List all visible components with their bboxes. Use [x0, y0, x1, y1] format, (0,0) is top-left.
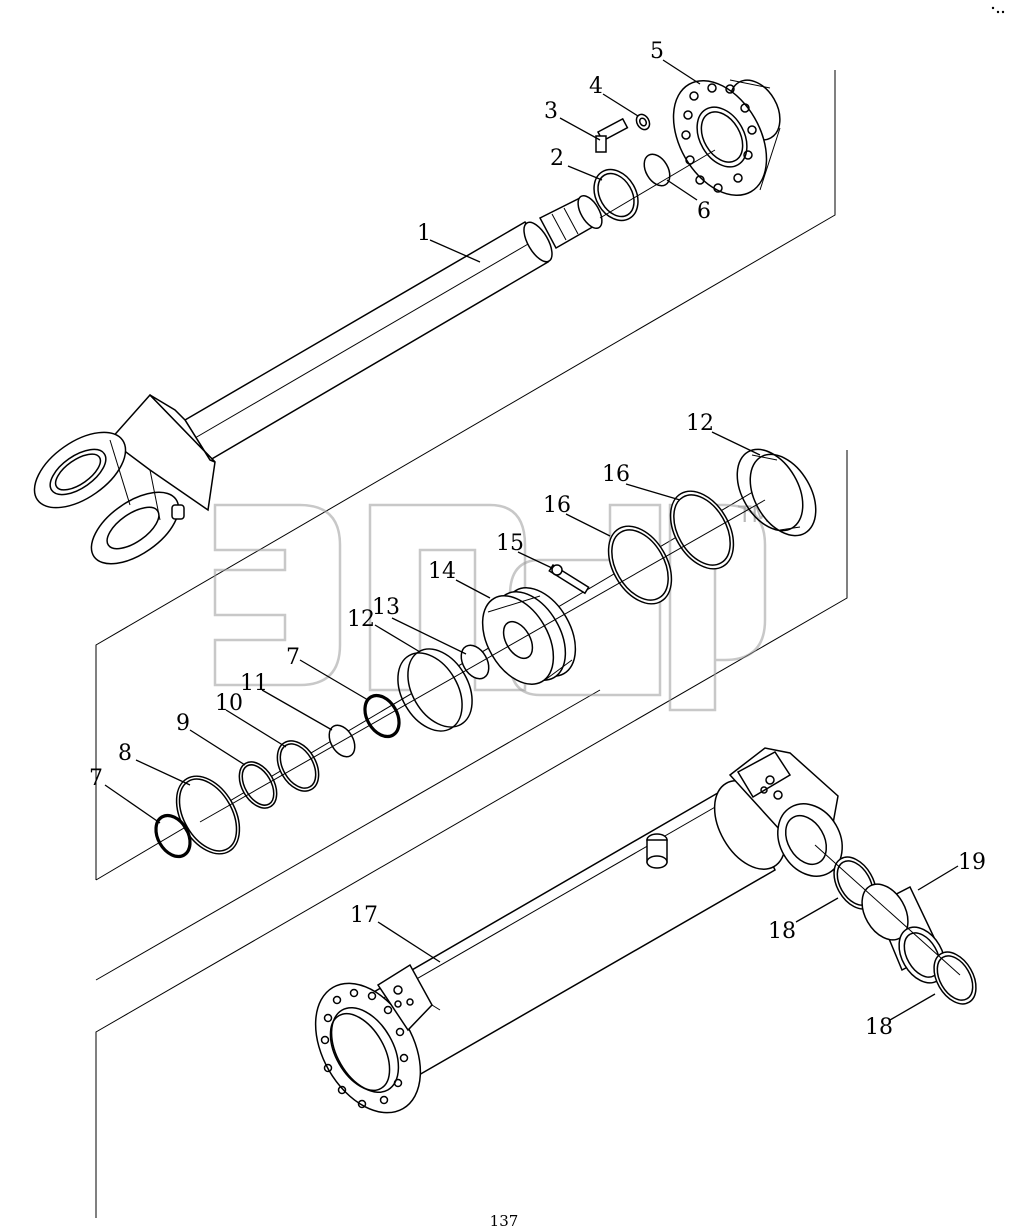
part-4-washer: [635, 113, 651, 131]
part-12-wear-ring-upper: [736, 448, 817, 537]
leader-lines: [104, 59, 959, 1021]
callout-15: 15: [496, 531, 524, 556]
callout-1: 1: [417, 221, 431, 246]
callout-8: 8: [118, 741, 132, 766]
callout-18-upper: 18: [768, 919, 796, 944]
part-14-piston: [481, 587, 577, 685]
callout-2: 2: [550, 146, 564, 171]
part-13-o-ring: [460, 644, 490, 680]
callout-16-lower: 16: [543, 493, 571, 518]
part-17-cylinder-barrel: [314, 747, 843, 1114]
callout-4: 4: [589, 74, 603, 99]
callout-6: 6: [697, 199, 711, 224]
page-number: 137: [490, 1212, 519, 1230]
callout-14: 14: [428, 559, 456, 584]
callout-19: 19: [958, 850, 986, 875]
callout-18-lower: 18: [865, 1015, 893, 1040]
panel-frame-bottom-edge: [95, 689, 601, 981]
callout-13: 13: [372, 595, 400, 620]
callout-12-upper: 12: [686, 411, 714, 436]
part-18-snap-ring-lower: [933, 951, 977, 1005]
part-5-cylinder-head: [672, 79, 781, 197]
part-7-ring-upper: [363, 693, 401, 739]
part-1-piston-rod: [33, 195, 603, 565]
panel-frame-top: [95, 70, 836, 880]
part-15-pin: [548, 563, 590, 595]
callout-16-upper: 16: [602, 462, 630, 487]
part-7-ring-lower: [154, 813, 192, 859]
callout-10: 10: [215, 691, 243, 716]
part-16-seal-a: [669, 490, 735, 570]
callout-7-upper: 7: [286, 645, 300, 670]
callout-17: 17: [350, 903, 378, 928]
callout-5: 5: [650, 39, 664, 64]
callout-3: 3: [544, 99, 558, 124]
part-9-seal: [238, 761, 278, 809]
part-16-seal-b: [607, 525, 673, 605]
corner-mark: [991, 6, 1005, 14]
part-6-o-ring: [643, 153, 671, 187]
part-3-bolt: [595, 117, 629, 153]
callout-11: 11: [240, 671, 268, 696]
callout-12-lower: 12: [347, 607, 375, 632]
part-2-ring: [593, 168, 639, 222]
callout-9: 9: [176, 711, 190, 736]
part-8-seal: [175, 775, 241, 855]
callout-labels: 5 4 3 2 6 1 12 16 16 15 14 13 12 7 11 10…: [89, 39, 986, 1040]
callout-7-lower: 7: [89, 766, 103, 791]
